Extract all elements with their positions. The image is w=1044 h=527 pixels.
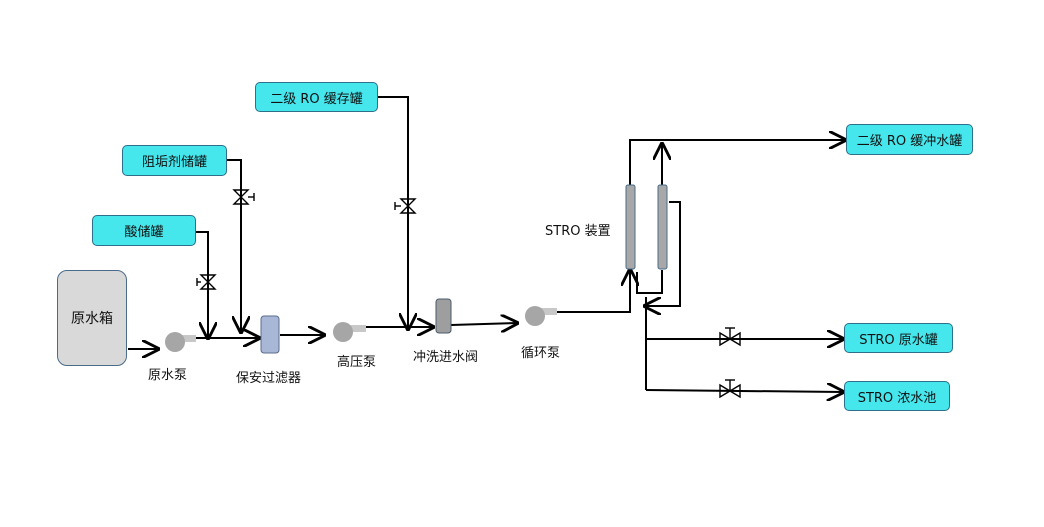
pipes: [128, 96, 845, 392]
stro-raw-water-tank-label: STRO 原水罐: [859, 332, 938, 348]
circulation-pump-icon: [525, 306, 557, 326]
antiscalant-tank-label: 阻垢剂储罐: [141, 155, 207, 170]
pipe-stro-recirculation: [645, 201, 681, 306]
pipe-valve-to-circ-pump: [450, 323, 517, 325]
raw-water-tank: 原水箱: [57, 270, 127, 366]
secondary-ro-buffer-tank: 二级 RO 缓存罐: [255, 82, 378, 112]
security-filter-icon: [260, 315, 280, 354]
stro-device-label: STRO 装置: [545, 224, 611, 239]
pipe-stro-to-buffer-water-tank: [629, 140, 845, 185]
pipe-stro-interconnect: [636, 270, 663, 294]
pipe-to-concentrate-pool: [645, 390, 843, 392]
high-pressure-pump-icon: [333, 322, 366, 342]
flush-inlet-valve-label: 冲洗进水阀: [413, 350, 479, 365]
raw-water-tank-label: 原水箱: [71, 311, 113, 327]
acid-valve-icon: [196, 274, 217, 290]
acid-tank-label: 酸储罐: [124, 225, 164, 240]
antiscalant-tank: 阻垢剂储罐: [122, 145, 227, 176]
flush-inlet-valve-icon: [435, 298, 452, 334]
buffer-tank-valve-icon: [394, 198, 417, 214]
stro-membrane-left-icon: [625, 184, 636, 270]
security-filter-label: 保安过滤器: [236, 371, 302, 386]
stro-concentrate-pool-label: STRO 浓水池: [857, 390, 937, 406]
secondary-ro-buffer-water-tank-label: 二级 RO 缓冲水罐: [856, 134, 963, 149]
stro-membrane-right-icon: [657, 184, 668, 270]
pipe-antiscalant: [227, 159, 241, 332]
acid-tank: 酸储罐: [92, 215, 196, 246]
pipe-circ-pump-to-stro: [557, 270, 630, 313]
stro-raw-water-valve-icon: [719, 327, 741, 347]
secondary-ro-buffer-water-tank: 二级 RO 缓冲水罐: [846, 124, 973, 155]
circulation-pump-label: 循环泵: [521, 346, 561, 361]
pipe-buffer-tank: [378, 96, 408, 329]
stro-concentrate-pool: STRO 浓水池: [844, 381, 950, 411]
concentrate-valve-icon: [719, 379, 741, 399]
high-pressure-pump-label: 高压泵: [337, 355, 377, 370]
stro-raw-water-tank: STRO 原水罐: [844, 323, 953, 353]
raw-water-pump-icon: [165, 332, 196, 352]
antiscalant-valve-icon: [232, 189, 255, 205]
pipe-acid: [196, 231, 208, 338]
secondary-ro-buffer-tank-label: 二级 RO 缓存罐: [270, 91, 363, 107]
raw-water-pump-label: 原水泵: [148, 368, 188, 383]
